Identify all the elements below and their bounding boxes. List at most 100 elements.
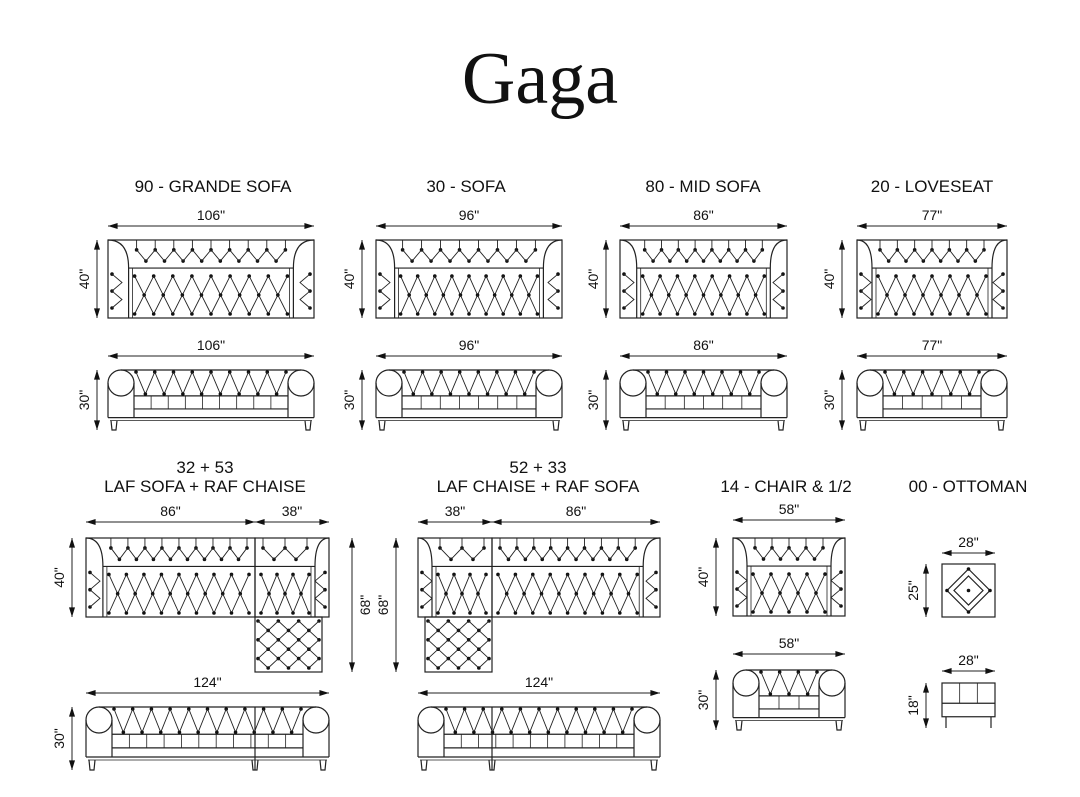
tuft-seam (257, 371, 268, 395)
tuft-seam (188, 708, 199, 733)
tuft-seam (427, 630, 439, 641)
tuft-seam (220, 275, 231, 296)
tuft-seam (659, 294, 670, 315)
tuft-seam (450, 371, 461, 395)
width-dimension: 86" (492, 503, 660, 525)
tuft-seam (258, 294, 269, 315)
tuft-seam (903, 371, 914, 395)
tuft-seam (110, 547, 248, 561)
tuft-button (209, 312, 213, 316)
left-arm (107, 239, 130, 318)
tuft-seam (292, 593, 302, 614)
tuft-seam (437, 593, 447, 614)
tuft-seam (400, 294, 410, 315)
tuft-button (456, 666, 461, 670)
tuft-seam (644, 249, 763, 262)
tuft-seam (815, 592, 826, 613)
tuft-seam (940, 275, 951, 296)
tuft-seam (298, 630, 310, 641)
tuft-seam (478, 620, 490, 631)
tuft-button (673, 392, 678, 396)
arrowhead (985, 550, 995, 556)
top-width-dimension: 106" (108, 207, 314, 229)
dimension-label: 58" (779, 501, 800, 517)
tuft-button (729, 392, 734, 396)
front-view (619, 369, 788, 431)
tuft-button (468, 611, 472, 615)
tuft-seam (797, 671, 809, 695)
tuft-button (484, 611, 488, 615)
height-dimension: 30" (695, 670, 719, 730)
tuft-seam (451, 275, 461, 296)
tuft-seam (610, 593, 621, 614)
arrowhead (713, 670, 719, 680)
outline (375, 239, 563, 319)
tuft-seam (132, 708, 143, 733)
tuft-seam (197, 708, 208, 733)
tuft-button (658, 312, 662, 316)
tuft-seam (594, 708, 605, 733)
tuft-button (805, 692, 810, 696)
tuft-seam (434, 275, 444, 296)
tuft-seam (403, 371, 414, 395)
tuft-seam (950, 371, 961, 395)
tuft-seam (601, 574, 612, 594)
height-dimension: 40" (51, 538, 75, 617)
tuft-button (415, 312, 420, 316)
tuft-seam (468, 371, 479, 395)
tuft-button (484, 312, 488, 316)
tuft-seam (187, 574, 197, 594)
tuft-button (215, 730, 219, 735)
tuft-seam (308, 658, 320, 669)
tuft-seam (815, 573, 826, 594)
tuft-button (452, 611, 456, 615)
chaise-top-view (254, 616, 323, 673)
tuft-seam (575, 574, 586, 594)
tuft-seam (567, 593, 577, 614)
tuft-seam (278, 639, 289, 650)
tuft-seam (720, 275, 730, 296)
tuft-seam (806, 592, 817, 613)
arrowhead (376, 353, 386, 359)
tuft-seam (506, 593, 516, 614)
tuft-seam (141, 708, 152, 733)
chair-front-view (732, 669, 846, 731)
tuft-button (162, 392, 166, 396)
tuft-seam (610, 574, 621, 594)
tuft-seam (191, 371, 203, 395)
tuft-button (892, 392, 897, 396)
tuft-seam (511, 275, 521, 296)
tuft-seam (458, 658, 469, 669)
tuft-seam (510, 708, 521, 733)
tuft-button (307, 666, 311, 670)
tuft-seam (207, 708, 218, 733)
tuft-button (472, 730, 476, 735)
tuft-seam (538, 708, 549, 733)
tuft-seam (460, 275, 470, 296)
arrowhead (304, 223, 314, 229)
tuft-seam (656, 371, 667, 395)
tuft-seam (172, 275, 183, 296)
front-width-dimension: 86" (620, 337, 787, 359)
dimension-label: 30" (821, 390, 837, 411)
tuft-seam (181, 294, 193, 315)
outline (254, 616, 323, 673)
width-dimension: 28" (942, 652, 995, 674)
front-view (85, 706, 330, 771)
tuft-seam (284, 593, 294, 614)
tuft-button (256, 392, 260, 396)
tuft-button (945, 588, 949, 593)
tuft-seam (584, 574, 595, 594)
tuft-seam (886, 275, 897, 296)
tuft-button (747, 392, 752, 396)
depth-dimension: 40" (341, 240, 365, 318)
tuft-seam (760, 671, 771, 695)
tuft-button (535, 312, 540, 316)
tuft-seam (806, 573, 817, 594)
tuft-seam (231, 574, 241, 594)
tuft-seam (257, 648, 269, 659)
tuft-seam (213, 593, 224, 614)
arrowhead (393, 662, 399, 672)
tuft-seam (244, 708, 255, 733)
tuft-seam (694, 294, 704, 315)
